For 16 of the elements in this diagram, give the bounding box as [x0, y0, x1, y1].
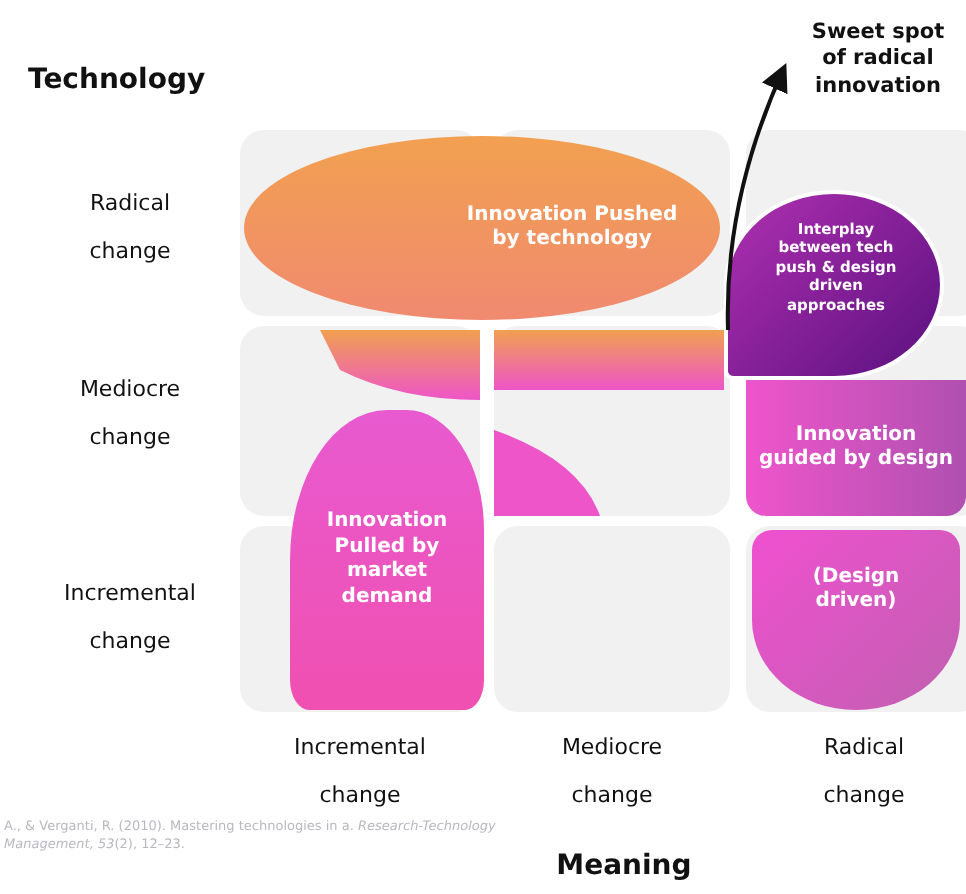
node-text: (Design driven) — [810, 565, 902, 615]
column-label: Incremental change — [292, 732, 428, 813]
node-text: Sweet spot of radical innovation — [809, 20, 947, 100]
axis-title: Meaning — [554, 850, 694, 884]
row-label: Incremental change — [62, 578, 198, 659]
node-text: Innovation Pulled by market demand — [324, 510, 450, 610]
axis-title: Technology — [28, 64, 208, 98]
innovation-region — [746, 380, 966, 516]
column-label: Radical change — [821, 732, 907, 813]
innovation-region — [290, 410, 484, 710]
column-label: Mediocre change — [559, 732, 665, 813]
node-text: Innovation Pushed by technology — [464, 203, 680, 253]
row-label: Radical change — [87, 188, 173, 269]
arrow — [725, 62, 788, 331]
row-label: Mediocre change — [77, 374, 183, 455]
node-text: Innovation guided by design — [758, 423, 954, 473]
